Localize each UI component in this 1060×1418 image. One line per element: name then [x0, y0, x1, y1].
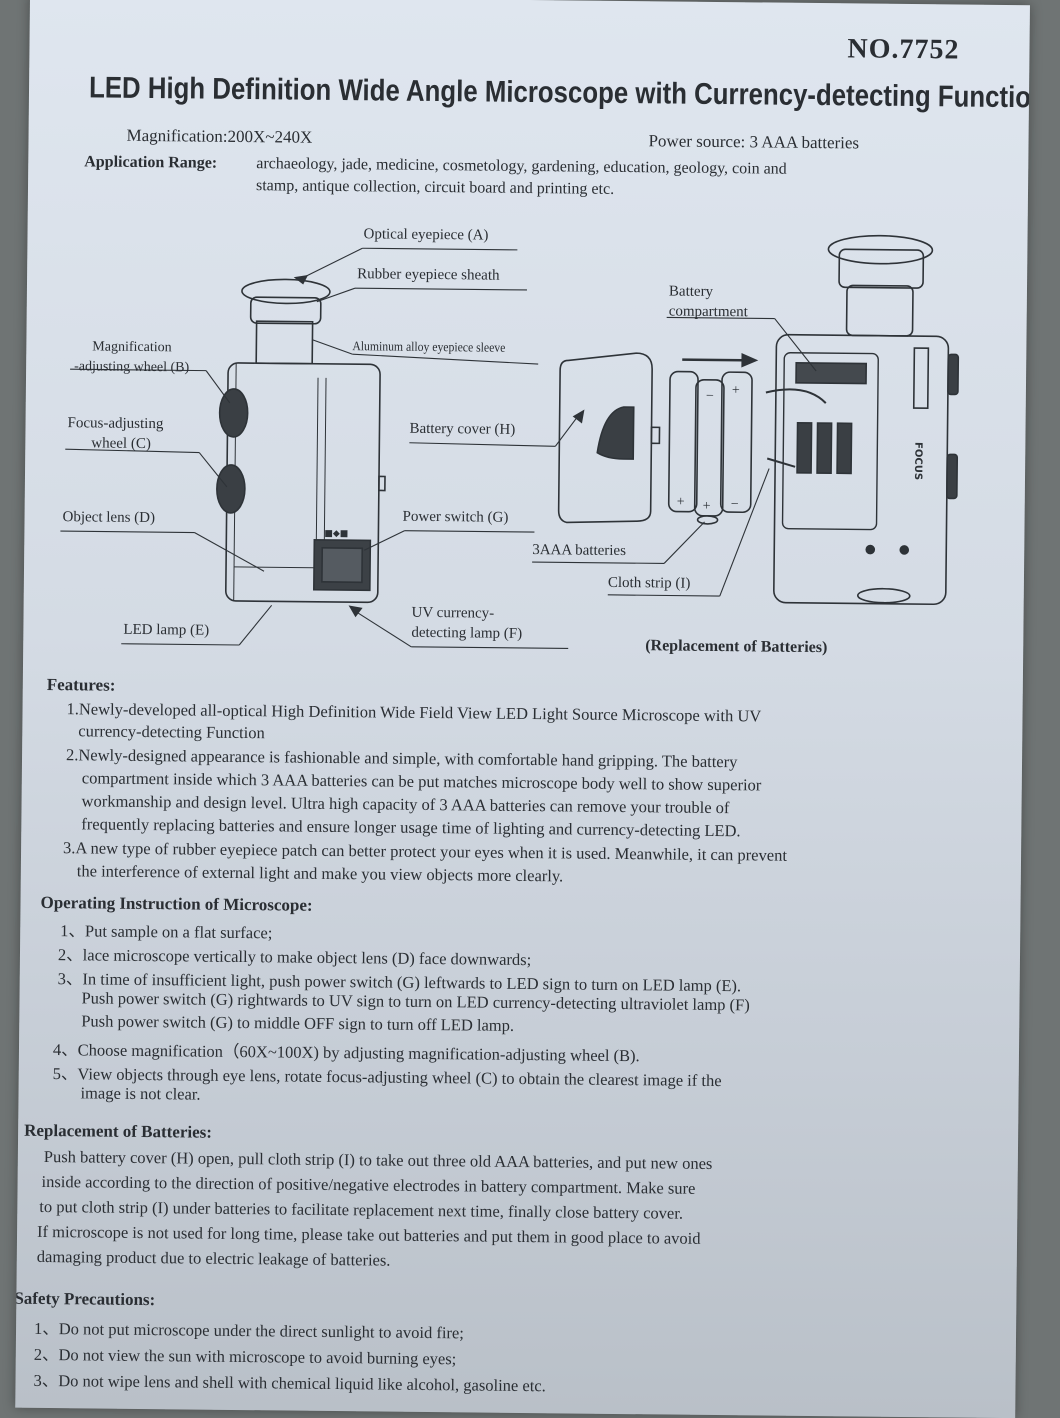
callout-magnification-wheel-2: -adjusting wheel (B): [74, 359, 190, 376]
replacement-line: to put cloth strip (I) under batteries t…: [39, 1196, 684, 1223]
callout-object-lens: Object lens (D): [62, 509, 156, 527]
application-range-text-1: archaeology, jade, medicine, cosmetology…: [256, 155, 787, 178]
features-title: Features:: [46, 674, 116, 695]
callout-battery-compartment-2: compartment: [668, 303, 748, 321]
features-line: compartment inside which 3 AAA batteries…: [81, 768, 762, 795]
power-source-spec: Power source: 3 AAA batteries: [648, 131, 860, 153]
svg-text:+: +: [703, 499, 711, 514]
replacement-title: Replacement of Batteries:: [24, 1120, 213, 1142]
eyepiece-sleeve: [255, 320, 314, 365]
diagram-drawing: ■◆■ + + +: [60, 234, 960, 649]
eyepiece-top: [241, 278, 331, 305]
diagram-caption: (Replacement of Batteries): [645, 637, 828, 657]
callout-magnification-wheel-1: Magnification: [92, 339, 172, 356]
svg-text:−: −: [731, 497, 739, 512]
callout-focus-wheel-1: Focus-adjusting: [67, 415, 164, 433]
batteries-drawing: + + + − −: [667, 370, 753, 525]
callout-led-lamp: LED lamp (E): [123, 621, 210, 639]
right-eyepiece: [845, 284, 914, 337]
microscope-diagram: ■◆■ + + +: [23, 215, 1028, 675]
rubber-eyepiece: [249, 296, 322, 325]
magnification-spec: Magnification:200X~240X: [126, 125, 313, 147]
callout-optical-eyepiece: Optical eyepiece (A): [363, 226, 489, 244]
features-line: frequently replacing batteries and ensur…: [81, 814, 741, 841]
svg-text:■◆■: ■◆■: [324, 529, 348, 539]
callout-battery-compartment-1: Battery: [668, 283, 714, 300]
model-number: NO.7752: [847, 33, 960, 66]
replacement-line: damaging product due to electric leakage…: [36, 1246, 391, 1270]
operating-line: 1、Put sample on a flat surface;: [60, 921, 273, 943]
safety-line: 2、Do not view the sun with microscope to…: [33, 1344, 457, 1369]
svg-text:+: +: [732, 383, 740, 398]
instruction-sheet: NO.7752 LED High Definition Wide Angle M…: [15, 0, 1030, 1418]
features-line: 2.Newly-designed appearance is fashionab…: [65, 745, 738, 772]
safety-line: 3、Do not wipe lens and shell with chemic…: [33, 1370, 546, 1396]
operating-line: image is not clear.: [80, 1083, 201, 1104]
operating-title: Operating Instruction of Microscope:: [40, 892, 313, 915]
operating-line: Push power switch (G) to middle OFF sign…: [81, 1011, 515, 1035]
battery-cover-drawing: [557, 352, 653, 524]
svg-text:−: −: [706, 389, 714, 404]
callout-aaa-batteries: 3AAA batteries: [532, 542, 627, 560]
replacement-line: inside according to the direction of pos…: [41, 1171, 696, 1198]
safety-line: 1、Do not put microscope under the direct…: [33, 1318, 464, 1343]
callout-uv-lamp-1: UV currency-: [411, 604, 495, 622]
callout-battery-cover: Battery cover (H): [409, 420, 516, 438]
focus-wheel: [216, 464, 246, 514]
application-range-label: Application Range:: [84, 153, 218, 172]
callout-power-switch: Power switch (G): [402, 508, 509, 526]
svg-text:+: +: [677, 495, 685, 510]
replacement-line: Push battery cover (H) open, pull cloth …: [43, 1146, 713, 1173]
features-line: currency-detecting Function: [78, 721, 265, 743]
callout-aluminum-sleeve: Aluminum alloy eyepiece sleeve: [352, 338, 506, 355]
callout-focus-wheel-2: wheel (C): [91, 435, 151, 453]
safety-title: Safety Precautions:: [15, 1288, 156, 1310]
features-line: workmanship and design level. Ultra high…: [81, 791, 730, 818]
replacement-line: If microscope is not used for long time,…: [36, 1221, 701, 1248]
features-line: the interference of external light and m…: [76, 861, 564, 886]
application-range-text-2: stamp, antique collection, circuit board…: [255, 177, 615, 198]
callout-rubber-sheath: Rubber eyepiece sheath: [357, 266, 500, 284]
document-title: LED High Definition Wide Angle Microscop…: [88, 71, 1030, 115]
focus-label: FOCUS: [912, 442, 923, 480]
callout-uv-lamp-2: detecting lamp (F): [411, 624, 523, 642]
magnification-wheel: [218, 388, 249, 438]
callout-cloth-strip: Cloth strip (I): [607, 574, 691, 592]
